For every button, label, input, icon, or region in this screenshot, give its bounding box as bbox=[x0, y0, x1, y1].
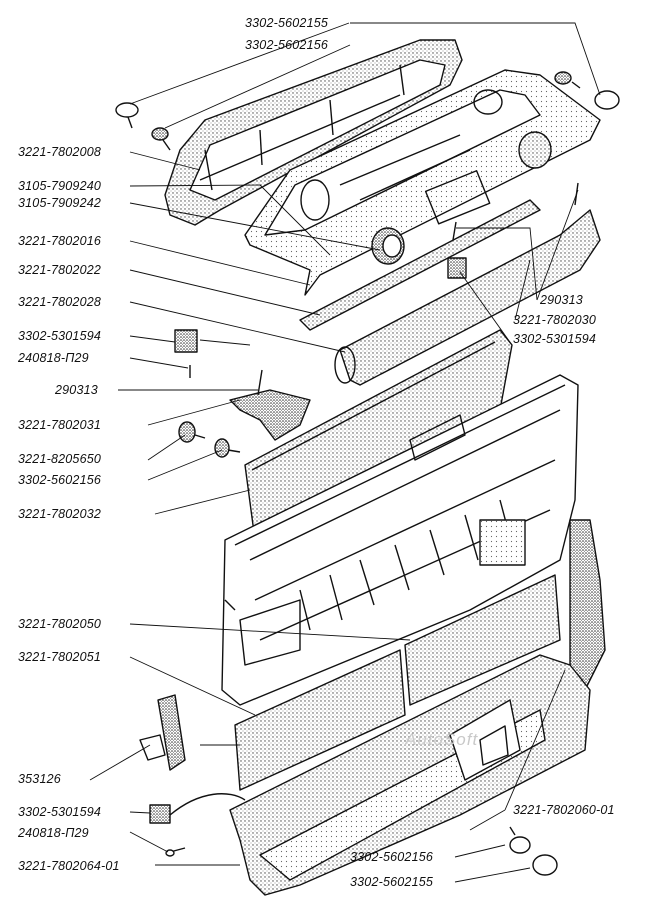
label-240818-p29-top: 240818-П29 bbox=[18, 351, 89, 365]
label-3221-7802032: 3221-7802032 bbox=[18, 507, 102, 521]
push-rivet-bottom-right bbox=[509, 826, 558, 876]
label-353126: 353126 bbox=[18, 772, 61, 786]
tube-cover-7802028 bbox=[334, 209, 601, 386]
label-3302-5602155-bottom: 3302-5602155 bbox=[350, 875, 434, 889]
label-3105-7909242: 3105-7909242 bbox=[18, 196, 102, 210]
label-3302-5602156-bottom: 3302-5602156 bbox=[350, 850, 434, 864]
label-3221-7802008: 3221-7802008 bbox=[18, 145, 102, 159]
label-3221-7802031: 3221-7802031 bbox=[18, 418, 102, 432]
label-3302-5301594-bottom: 3302-5301594 bbox=[18, 805, 102, 819]
label-3221-7802030: 3221-7802030 bbox=[513, 313, 597, 327]
clip-5301594-left bbox=[174, 329, 198, 378]
panel-7802051 bbox=[234, 649, 406, 791]
label-3302-5602156-mid: 3302-5602156 bbox=[18, 473, 102, 487]
label-3221-7802022: 3221-7802022 bbox=[18, 263, 102, 277]
grommet-8205650 bbox=[178, 421, 206, 443]
clip-353126 bbox=[139, 694, 186, 771]
label-240818-p29-bottom: 240818-П29 bbox=[18, 826, 89, 840]
handle-7802031 bbox=[229, 389, 311, 441]
screw-290313-left bbox=[257, 369, 263, 396]
clip-5301594-bottom bbox=[149, 793, 246, 824]
label-3221-7802051: 3221-7802051 bbox=[18, 650, 102, 664]
trim-7802060 bbox=[569, 519, 606, 691]
push-rivet-5602156-mid bbox=[214, 438, 241, 458]
label-3302-5602156-top: 3302-5602156 bbox=[245, 38, 329, 52]
push-rivet-top-left bbox=[115, 102, 139, 129]
label-3221-8205650: 3221-8205650 bbox=[18, 452, 102, 466]
panel-7802050 bbox=[404, 574, 561, 706]
leader-lines bbox=[89, 22, 601, 883]
push-rivet-top-right bbox=[554, 71, 620, 110]
label-3221-7802050: 3221-7802050 bbox=[18, 617, 102, 631]
label-3221-7802016: 3221-7802016 bbox=[18, 234, 102, 248]
label-3221-7802028: 3221-7802028 bbox=[18, 295, 102, 309]
label-3221-7802060-01: 3221-7802060-01 bbox=[513, 803, 615, 817]
visor-panel-7802008 bbox=[164, 39, 463, 226]
label-3302-5301594-right: 3302-5301594 bbox=[513, 332, 597, 346]
label-3221-7802064-01: 3221-7802064-01 bbox=[18, 859, 120, 873]
label-290313-right: 290313 bbox=[540, 293, 583, 307]
label-3105-7909240: 3105-7909240 bbox=[18, 179, 102, 193]
door-frame bbox=[221, 374, 579, 706]
clip-5301594-right bbox=[447, 257, 467, 279]
label-290313-left: 290313 bbox=[55, 383, 98, 397]
push-rivet-top-left-2 bbox=[151, 127, 171, 151]
label-3302-5301594-left: 3302-5301594 bbox=[18, 329, 102, 343]
pocket-panel-7802064 bbox=[229, 654, 591, 896]
watermark: AutoSoft bbox=[404, 730, 478, 749]
screw-240818-bottom bbox=[165, 847, 186, 857]
speaker-3105-7909240 bbox=[371, 227, 405, 265]
label-3302-5602155-top: 3302-5602155 bbox=[245, 16, 329, 30]
